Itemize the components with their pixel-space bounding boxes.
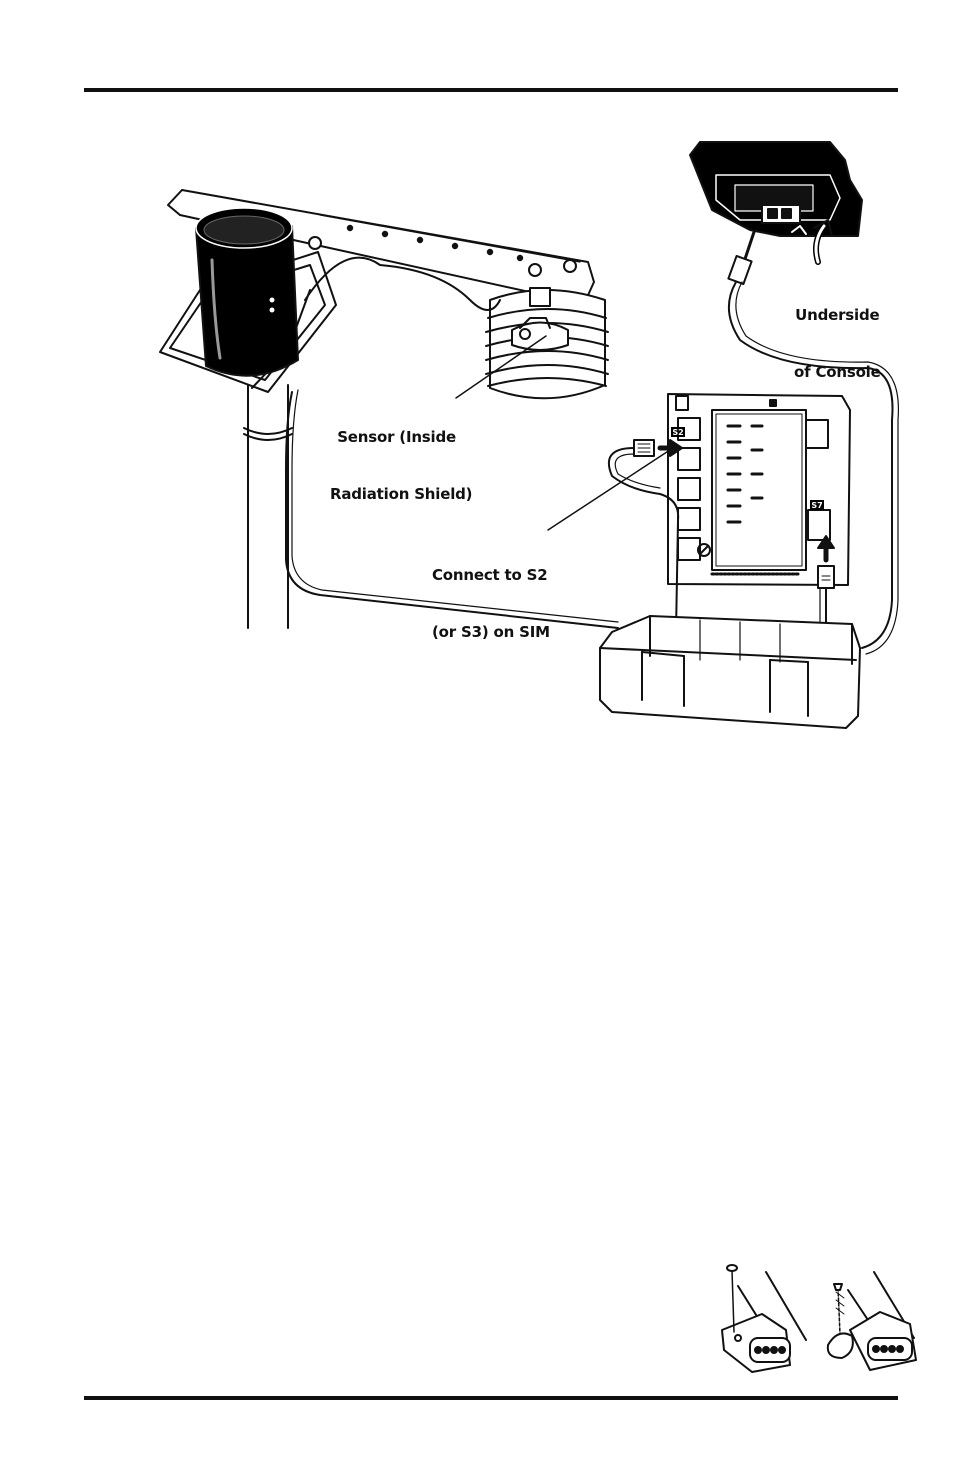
s2-board-label: S2	[672, 428, 683, 437]
underside-label-line2: of Console	[794, 363, 881, 382]
rain-collector	[196, 208, 298, 376]
sim-enclosure	[600, 616, 860, 728]
s7-board-label: S7	[811, 501, 822, 510]
sim-board	[668, 394, 850, 585]
cable-clip-illustration	[722, 1265, 916, 1372]
sensor-label-line1: Sensor (Inside	[330, 428, 456, 447]
underside-label-line1: Underside	[794, 306, 881, 325]
connect-label-line1: Connect to S2	[432, 566, 546, 585]
sensor-label: Sensor (Inside Radiation Shield)	[330, 390, 456, 523]
underside-of-console-label: Underside of Console	[794, 268, 881, 401]
radiation-shield	[486, 288, 608, 398]
mounting-pole	[244, 385, 292, 628]
connect-label: Connect to S2 (or S3) on SIM	[432, 528, 546, 661]
sensor-label-line2: Radiation Shield)	[330, 485, 456, 504]
connect-label-line2: (or S3) on SIM	[432, 623, 546, 642]
console-underside	[690, 142, 862, 236]
